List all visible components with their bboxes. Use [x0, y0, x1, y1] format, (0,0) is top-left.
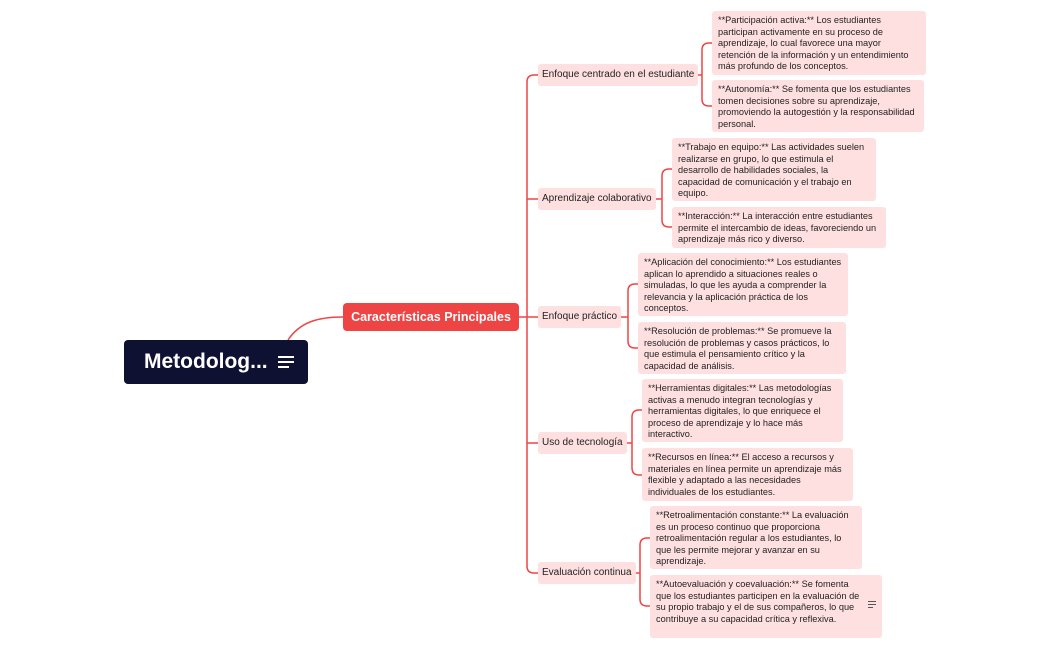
- leaf-node[interactable]: **Retroalimentación constante:** La eval…: [650, 506, 862, 569]
- branch-node[interactable]: Enfoque práctico: [538, 306, 622, 328]
- leaf-node[interactable]: **Aplicación del conocimiento:** Los est…: [638, 253, 848, 316]
- leaf-node[interactable]: **Herramientas digitales:** Las metodolo…: [642, 379, 843, 442]
- leaf-node-text: **Autoevaluación y coevaluación:** Se fo…: [656, 579, 860, 624]
- leaf-node[interactable]: **Interacción:** La interacción entre es…: [672, 207, 886, 248]
- leaf-node[interactable]: **Participación activa:** Los estudiante…: [712, 11, 926, 75]
- leaf-node[interactable]: **Resolución de problemas:** Se promueve…: [638, 322, 846, 374]
- branch-node[interactable]: Aprendizaje colaborativo: [538, 188, 656, 210]
- leaf-node-with-notes[interactable]: **Autoevaluación y coevaluación:** Se fo…: [650, 575, 882, 638]
- main-topic[interactable]: Características Principales: [343, 303, 519, 331]
- leaf-node[interactable]: **Trabajo en equipo:** Las actividades s…: [672, 138, 876, 201]
- root-topic-label: Metodolog...: [144, 350, 268, 373]
- notes-icon[interactable]: [277, 353, 296, 371]
- root-topic[interactable]: Metodolog...: [124, 340, 308, 384]
- branch-node[interactable]: Uso de tecnología: [538, 432, 627, 454]
- leaf-node[interactable]: **Recursos en línea:** El acceso a recur…: [642, 448, 853, 501]
- main-topic-label: Características Principales: [351, 310, 511, 324]
- notes-icon[interactable]: [868, 599, 876, 610]
- branch-node[interactable]: Evaluación continua: [538, 562, 636, 584]
- leaf-node[interactable]: **Autonomía:** Se fomenta que los estudi…: [712, 80, 924, 132]
- branch-node[interactable]: Enfoque centrado en el estudiante: [538, 64, 699, 86]
